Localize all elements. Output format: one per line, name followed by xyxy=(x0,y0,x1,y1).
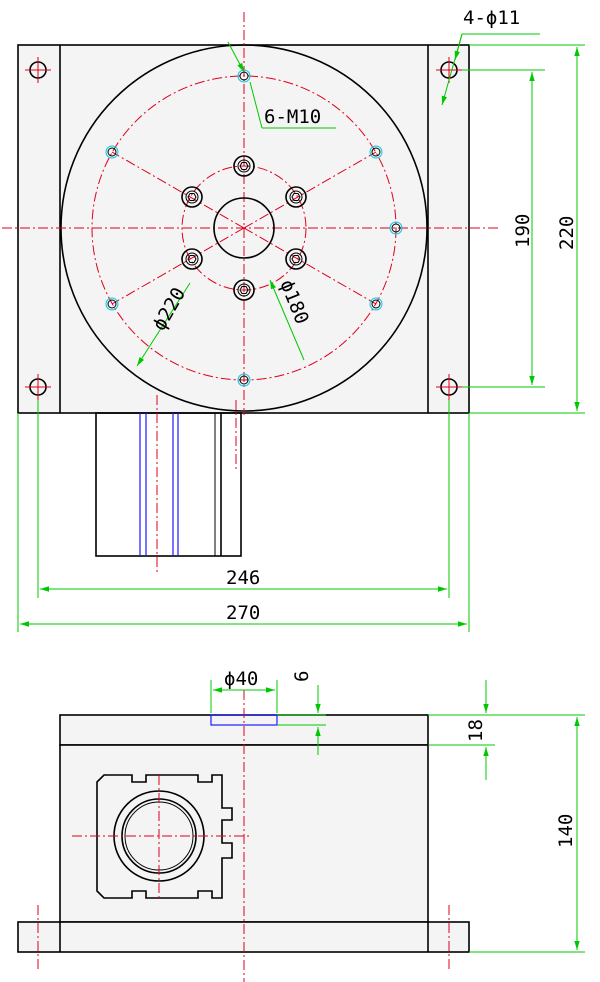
bolt-circle-180 xyxy=(181,165,307,291)
dim-tapped-holes-text: 6-M10 xyxy=(264,106,321,128)
motor-housing xyxy=(95,395,242,575)
dim-recess-diameter: ϕ40 xyxy=(210,668,278,713)
dim-overall-height-text: 220 xyxy=(556,216,578,250)
dim-mount-holes: 4-ϕ11 xyxy=(441,7,540,106)
dim-overall-height: 220 xyxy=(469,44,585,414)
dim-mount-holes-text: 4-ϕ11 xyxy=(463,7,520,29)
top-view: 4-ϕ11 6-M10 ϕ220 ϕ180 190 xyxy=(2,7,585,632)
center-bore xyxy=(213,197,275,259)
dim-plate-thickness-text: 18 xyxy=(465,719,487,742)
dim-hole-spacing-vertical-text: 190 xyxy=(512,214,534,248)
dim-hole-spacing-vertical: 190 xyxy=(462,69,545,388)
cap-screws xyxy=(181,155,307,301)
pitch-circle-220 xyxy=(91,75,397,381)
dim-recess-depth: 6 xyxy=(277,671,326,755)
dim-hole-spacing-horizontal: 246 xyxy=(37,400,450,598)
dim-hole-spacing-horizontal-text: 246 xyxy=(226,567,260,589)
motor-mount-profile xyxy=(72,774,250,899)
dim-recess-depth-text: 6 xyxy=(291,671,313,682)
radial-centerlines xyxy=(111,151,377,305)
dim-overall-width-text: 270 xyxy=(226,602,260,624)
dim-plate-thickness: 18 xyxy=(428,680,495,780)
dim-recess-diameter-text: ϕ40 xyxy=(224,668,258,690)
dim-front-overall-height-text: 140 xyxy=(555,814,577,848)
dim-tapped-holes: 6-M10 xyxy=(227,41,336,129)
front-view: ϕ40 6 18 140 xyxy=(17,668,585,982)
dim-front-overall-height: 140 xyxy=(469,714,585,953)
corner-mount-holes xyxy=(25,57,462,400)
dim-overall-width: 270 xyxy=(17,413,470,632)
